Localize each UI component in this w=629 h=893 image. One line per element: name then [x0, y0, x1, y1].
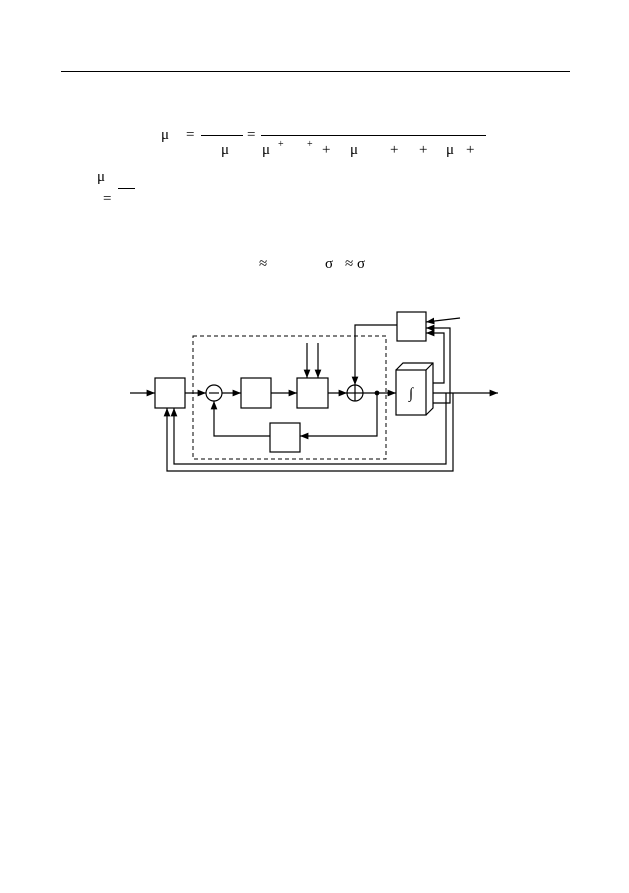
dashed-subsystem-boundary: [192, 335, 387, 460]
inner-feedback-to-block: [300, 393, 378, 440]
eq3-sigma-1: σ: [325, 256, 334, 272]
header-rule: [61, 71, 570, 72]
eq1-den-plus-2: +: [390, 142, 399, 158]
feedback-to-top-block-2: [426, 324, 451, 404]
eq1-fraction-bar-1: [201, 135, 243, 136]
eq1-equals-1: =: [186, 127, 195, 143]
eq1-den-sup-plus-b: +: [307, 139, 313, 150]
eq1-equals-2: =: [247, 127, 256, 143]
block-2: [240, 377, 272, 409]
block-controller: [154, 377, 186, 409]
eq3-approx-1: ≈: [259, 256, 268, 272]
eq2-fraction-bar: [118, 188, 135, 189]
outer-feedback-2: [163, 393, 454, 472]
outer-feedback-1: [170, 393, 447, 465]
eq2-mu: μ: [97, 169, 106, 185]
integrator-block: [395, 369, 427, 416]
block-feedback: [269, 422, 301, 453]
block-3: [296, 377, 329, 409]
eq3-sigma-2: σ: [357, 256, 366, 272]
eq1-den-plus-3: +: [419, 142, 428, 158]
eq1-den-mu-c: μ: [446, 142, 455, 158]
eq2-equals: =: [103, 191, 112, 207]
eq3-approx-2: ≈: [345, 256, 354, 272]
integrator-symbol: ∫: [408, 386, 415, 402]
integrator-3d-corner: [425, 362, 434, 371]
eq1-fraction-bar-2: [261, 135, 486, 136]
integrator-3d-edge: [395, 362, 434, 416]
eq1-mu-lhs: μ: [161, 127, 170, 143]
eq1-den-plus-4: +: [466, 142, 475, 158]
block-top: [396, 311, 427, 342]
feedback-to-top-block-1: [426, 329, 445, 384]
eq1-den-sup-plus-a: +: [278, 139, 284, 150]
inner-feedback-to-summer: [210, 401, 270, 437]
external-input-arrow: [425, 317, 461, 325]
eq1-den-mu-a: μ: [262, 142, 271, 158]
eq1-mu-denominator: μ: [221, 142, 230, 158]
link-top-block-to-adder: [351, 324, 397, 385]
eq1-den-mu-b: μ: [350, 142, 359, 158]
eq1-den-plus-1: +: [322, 142, 331, 158]
